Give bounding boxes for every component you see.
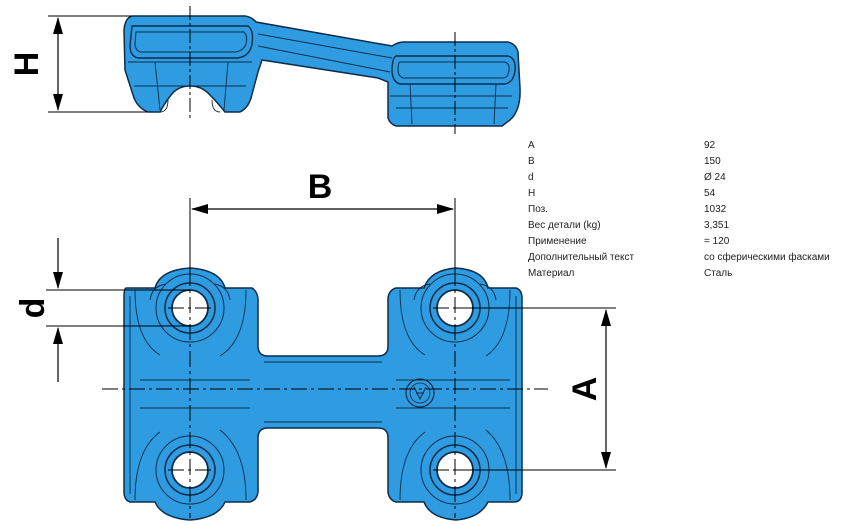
spec-value: Сталь	[704, 268, 733, 279]
spec-row: d Ø 24	[528, 170, 830, 186]
side-view-right-pad	[391, 55, 516, 85]
spec-key: A	[528, 140, 535, 151]
spec-key: H	[528, 188, 536, 199]
spec-value: 3,351	[704, 220, 730, 231]
spec-table: A 92 B 150 d Ø 24 H 54 Поз. 1032 Вес детали (…	[528, 138, 830, 282]
spec-row: H 54	[528, 186, 830, 202]
spec-key: Поз.	[528, 204, 548, 215]
spec-value: 150	[704, 156, 721, 167]
side-view	[123, 6, 521, 134]
dimension-B-label: B	[308, 168, 333, 206]
side-view-right-pad-inner	[397, 61, 510, 79]
spec-key: B	[528, 156, 535, 167]
spec-row: A 92	[528, 138, 830, 154]
spec-value: со сферическими фасками	[704, 252, 830, 263]
dimension-d-label: d	[14, 298, 52, 319]
top-view	[102, 267, 548, 521]
top-view-fillets	[149, 283, 497, 301]
brand-logo	[405, 378, 435, 408]
dimension-H-label: H	[8, 52, 46, 77]
spec-row: B 150	[528, 154, 830, 170]
spec-key: Вес детали (kg)	[528, 220, 601, 231]
spec-key: Применение	[528, 236, 587, 247]
spec-row: Поз. 1032	[528, 202, 830, 218]
spec-key: Материал	[528, 268, 575, 279]
spec-value: 92	[704, 140, 716, 151]
side-view-left-pad	[129, 25, 254, 59]
side-view-bar-edge	[257, 33, 393, 73]
side-view-left-pad-inner	[134, 31, 248, 53]
spec-row: Применение = 120	[528, 234, 830, 250]
spec-row: Дополнительный текст со сферическими фаск…	[528, 250, 830, 266]
side-view-centerlines	[189, 6, 456, 134]
spec-key: d	[528, 172, 534, 183]
top-view-relief-lines	[129, 289, 517, 501]
spec-value: 1032	[704, 204, 727, 215]
dimension-A: A	[455, 307, 616, 471]
dimension-d: d	[14, 238, 190, 382]
dimension-H: H	[8, 15, 148, 113]
spec-value: Ø 24	[704, 172, 726, 183]
spec-key: Дополнительный текст	[528, 252, 635, 263]
spec-value: = 120	[704, 236, 730, 247]
dimension-A-label: A	[566, 377, 604, 402]
spec-value: 54	[704, 188, 716, 199]
dimension-B: B	[189, 168, 456, 272]
top-view-body	[123, 267, 523, 521]
spec-row: Материал Сталь	[528, 266, 830, 282]
spec-row: Вес детали (kg) 3,351	[528, 218, 830, 234]
